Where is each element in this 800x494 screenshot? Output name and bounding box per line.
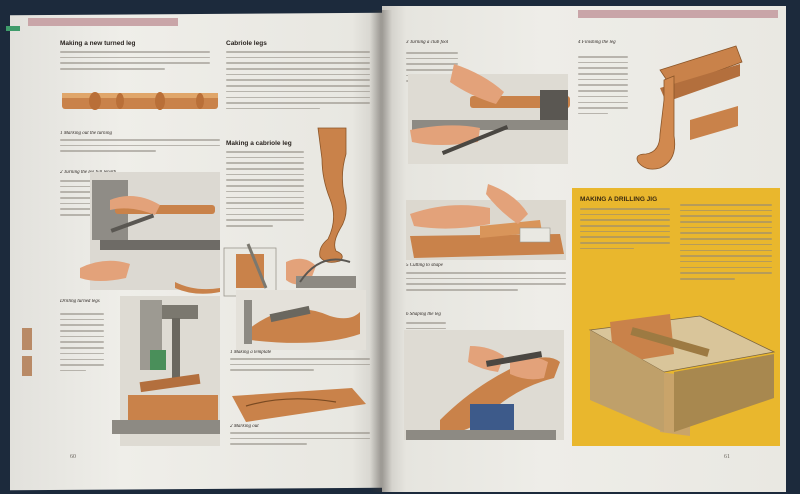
color-tab-brown-1 bbox=[22, 328, 32, 350]
left-page-banner bbox=[28, 18, 178, 26]
turned-leg-illustration bbox=[62, 92, 218, 110]
drill-press-illustration bbox=[112, 296, 220, 446]
step-finishing-leg: 4 Finishing the leg bbox=[578, 40, 616, 45]
step-turning-club-foot: 3 Turning a club foot bbox=[406, 40, 449, 45]
intro-text-lines bbox=[60, 51, 210, 74]
club-foot-lathe-illustration bbox=[408, 64, 570, 164]
box-text-lines-left bbox=[580, 208, 670, 254]
making-cabriole-text-lines bbox=[226, 151, 304, 231]
step-turning-full-length: 2 Turning the leg full length bbox=[60, 170, 116, 175]
book-gutter bbox=[370, 10, 392, 492]
cutting-text-lines bbox=[406, 272, 566, 295]
heading-new-turned-leg: Making a new turned leg bbox=[60, 40, 136, 47]
drilling-text-lines bbox=[60, 313, 104, 376]
step-shaping-leg: 6 Shaping the leg bbox=[406, 312, 441, 317]
spokeshave-illustration bbox=[404, 330, 564, 440]
right-page-number: 61 bbox=[724, 454, 730, 460]
lathe-illustration bbox=[80, 172, 220, 294]
saw-cutting-illustration bbox=[406, 184, 566, 260]
box-text-lines-right bbox=[680, 204, 772, 284]
heading-cabriole-legs: Cabriole legs bbox=[226, 40, 267, 47]
color-tab-green bbox=[6, 26, 20, 31]
cabriole-leg-profile bbox=[317, 127, 347, 263]
finishing-text-lines bbox=[578, 56, 628, 119]
marking-text-lines bbox=[230, 432, 370, 449]
drilling-jig-illustration bbox=[588, 314, 776, 436]
heading-drilling-turned-legs: Drilling turned legs bbox=[60, 299, 100, 304]
marked-blank-illustration bbox=[232, 388, 366, 422]
left-page-number: 60 bbox=[70, 454, 76, 460]
color-tab-brown-2 bbox=[22, 356, 32, 376]
step-marking-out-turning: 1 Marking out the turning bbox=[60, 131, 112, 136]
step2-text-lines bbox=[60, 180, 105, 220]
step-marking-out-leg: 2 Marking out bbox=[230, 424, 259, 429]
step1-text-lines bbox=[60, 139, 220, 156]
right-page-banner bbox=[578, 10, 778, 18]
step-making-template: 1 Making a template bbox=[230, 350, 272, 355]
template-text-lines bbox=[230, 358, 370, 375]
finished-leg-illustration bbox=[636, 45, 743, 170]
box-heading-drilling-jig: MAKING A DRILLING JIG bbox=[580, 196, 658, 203]
heading-making-cabriole-leg: Making a cabriole leg bbox=[226, 140, 292, 147]
cabriole-text-lines bbox=[226, 51, 370, 114]
template-illustration bbox=[236, 290, 366, 350]
step-cutting-shape: 5 Cutting to shape bbox=[406, 263, 443, 268]
